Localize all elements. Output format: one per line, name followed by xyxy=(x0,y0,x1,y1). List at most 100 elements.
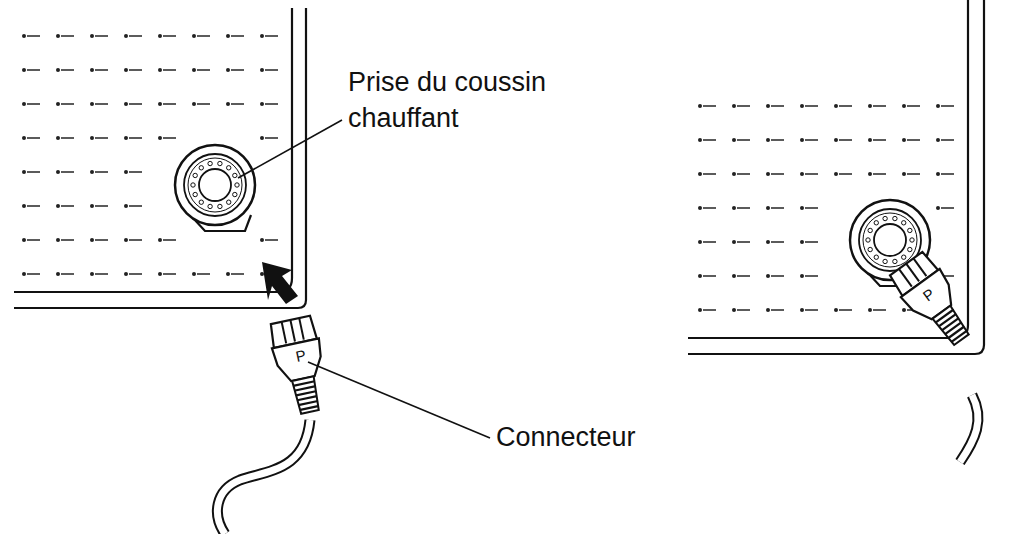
texture-dot xyxy=(732,206,736,210)
texture-dash xyxy=(805,275,818,277)
texture-dash xyxy=(27,103,40,105)
texture-dash xyxy=(231,273,244,275)
texture-dash xyxy=(703,105,716,107)
texture-dot xyxy=(936,104,940,108)
texture-dash xyxy=(61,205,74,207)
texture-dash xyxy=(129,205,142,207)
leader-line xyxy=(238,120,342,178)
pin-hole xyxy=(902,255,906,259)
texture-dot xyxy=(800,308,804,312)
texture-dash xyxy=(231,103,244,105)
texture-dash xyxy=(27,69,40,71)
texture-dot xyxy=(22,170,26,174)
texture-dash xyxy=(737,241,750,243)
texture-dash xyxy=(737,309,750,311)
texture-dot xyxy=(800,274,804,278)
texture-dash xyxy=(771,275,784,277)
texture-dash xyxy=(771,309,784,311)
texture-dot xyxy=(90,136,94,140)
pin-hole xyxy=(868,228,872,232)
pin-hole xyxy=(233,173,237,177)
texture-dot xyxy=(732,274,736,278)
texture-dash xyxy=(703,309,716,311)
texture-dot xyxy=(698,172,702,176)
texture-dash xyxy=(703,275,716,277)
texture-dot xyxy=(158,102,162,106)
texture-dash xyxy=(95,69,108,71)
texture-dot xyxy=(192,68,196,72)
texture-dot xyxy=(124,170,128,174)
part-label: Prise du coussin chauffant xyxy=(348,64,588,137)
texture-dash xyxy=(27,35,40,37)
texture-dash xyxy=(873,139,886,141)
texture-dot xyxy=(868,104,872,108)
cable xyxy=(217,420,310,534)
leader-line xyxy=(308,362,490,438)
texture-dash xyxy=(129,35,142,37)
texture-dash xyxy=(27,171,40,173)
texture-dash xyxy=(771,241,784,243)
texture-dash xyxy=(703,173,716,175)
texture-dot xyxy=(226,34,230,38)
texture-dot xyxy=(732,138,736,142)
texture-dash xyxy=(265,239,278,241)
texture-dot xyxy=(698,274,702,278)
texture-dash xyxy=(61,69,74,71)
texture-dot xyxy=(766,274,770,278)
texture-dot xyxy=(158,238,162,242)
texture-dash xyxy=(839,173,852,175)
texture-dot xyxy=(124,238,128,242)
texture-dot xyxy=(90,238,94,242)
texture-dot xyxy=(834,104,838,108)
texture-dash xyxy=(129,171,142,173)
texture-dot xyxy=(192,34,196,38)
texture-dot xyxy=(192,102,196,106)
texture-dot xyxy=(124,204,128,208)
texture-dot xyxy=(124,272,128,276)
texture-dot xyxy=(936,138,940,142)
cable xyxy=(960,395,978,462)
texture-dot xyxy=(56,34,60,38)
texture-dash xyxy=(61,171,74,173)
texture-dash xyxy=(873,105,886,107)
texture-dash xyxy=(805,173,818,175)
texture-dash xyxy=(163,103,176,105)
texture-dot xyxy=(732,172,736,176)
texture-dash xyxy=(805,309,818,311)
texture-dot xyxy=(732,104,736,108)
texture-dash xyxy=(907,105,920,107)
texture-dot xyxy=(868,308,872,312)
texture-dot xyxy=(902,308,906,312)
texture-dot xyxy=(834,172,838,176)
texture-dash xyxy=(805,207,818,209)
pin-hole xyxy=(908,247,912,251)
pin-hole xyxy=(227,200,231,204)
texture-dot xyxy=(22,204,26,208)
texture-dash xyxy=(737,105,750,107)
texture-dot xyxy=(766,240,770,244)
pin-hole xyxy=(227,166,231,170)
texture-dash xyxy=(95,35,108,37)
texture-dot xyxy=(902,104,906,108)
texture-dot xyxy=(902,172,906,176)
texture-dash xyxy=(737,207,750,209)
texture-dash xyxy=(95,137,108,139)
texture-dash xyxy=(61,35,74,37)
texture-dot xyxy=(260,68,264,72)
pin-hole xyxy=(208,204,212,208)
texture-dot xyxy=(22,68,26,72)
pin-hole xyxy=(208,161,212,165)
socket-pins xyxy=(866,216,914,263)
texture-dot xyxy=(90,68,94,72)
pin-hole xyxy=(199,200,203,204)
texture-dash xyxy=(163,69,176,71)
pin-hole xyxy=(218,161,222,165)
pin-hole xyxy=(199,166,203,170)
texture-dot xyxy=(56,272,60,276)
texture-dash xyxy=(163,273,176,275)
texture-dash xyxy=(265,103,278,105)
texture-dash xyxy=(873,173,886,175)
texture-dot xyxy=(260,272,264,276)
texture-dash xyxy=(941,207,954,209)
pin-hole xyxy=(902,221,906,225)
